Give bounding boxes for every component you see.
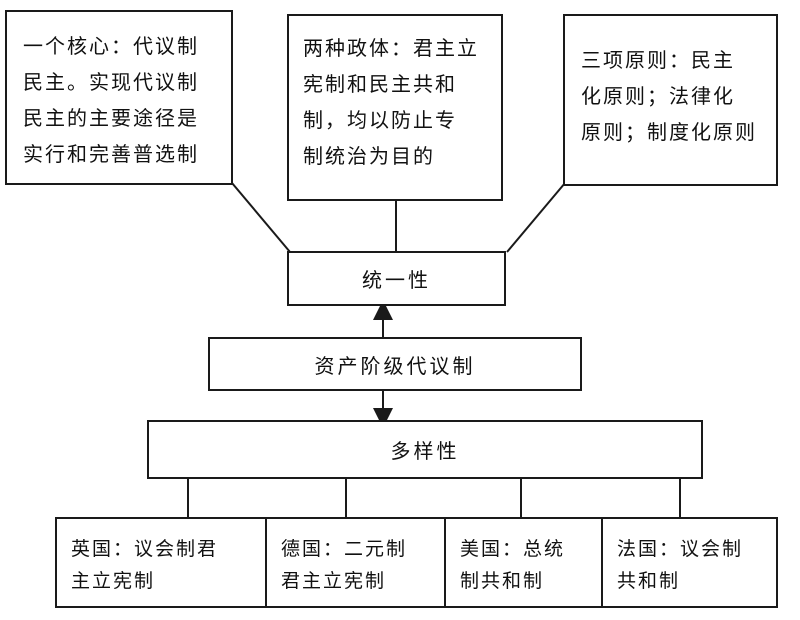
- unity-label: 统一性: [362, 268, 431, 292]
- usa-line: 美国：总统: [460, 538, 566, 560]
- germany-line: 德国：二元制: [281, 538, 408, 560]
- core-line: 实行和完善普选制: [23, 142, 199, 166]
- diversity-label: 多样性: [390, 439, 460, 463]
- center-label: 资产阶级代议制: [314, 353, 476, 378]
- germany-box: 德国：二元制 君主立宪制: [265, 517, 446, 608]
- diversity-box: 多样性: [147, 420, 703, 479]
- france-line: 法国：议会制: [617, 538, 744, 560]
- polity-box: 两种政体：君主立 宪制和民主共和 制，均以防止专 制统治为目的: [287, 14, 503, 201]
- principles-to-unity-line: [506, 182, 566, 253]
- principles-line: 原则；制度化原则: [581, 120, 757, 144]
- core-to-unity-line: [231, 182, 291, 253]
- england-box: 英国：议会制君 主立宪制: [55, 517, 267, 608]
- core-line: 民主的主要途径是: [23, 106, 199, 130]
- polity-line: 宪制和民主共和: [303, 72, 457, 96]
- principles-line: 化原则；法律化: [581, 84, 735, 108]
- polity-line: 制统治为目的: [303, 144, 435, 168]
- england-line: 主立宪制: [71, 570, 156, 592]
- france-box: 法国：议会制 共和制: [601, 517, 778, 608]
- unity-box: 统一性: [287, 251, 506, 306]
- usa-line: 制共和制: [460, 570, 545, 592]
- principles-line: 三项原则：民主: [581, 48, 735, 72]
- england-line: 英国：议会制君: [71, 538, 219, 560]
- usa-box: 美国：总统 制共和制: [444, 517, 603, 608]
- center-box: 资产阶级代议制: [208, 337, 582, 391]
- polity-line: 两种政体：君主立: [303, 36, 479, 60]
- france-line: 共和制: [617, 570, 681, 592]
- principles-box: 三项原则：民主 化原则；法律化 原则；制度化原则: [563, 14, 778, 186]
- germany-line: 君主立宪制: [281, 570, 387, 592]
- core-line: 一个核心：代议制: [23, 34, 199, 58]
- polity-line: 制，均以防止专: [303, 108, 457, 132]
- core-line: 民主。实现代议制: [23, 70, 199, 94]
- core-box: 一个核心：代议制 民主。实现代议制 民主的主要途径是 实行和完善普选制: [5, 10, 233, 185]
